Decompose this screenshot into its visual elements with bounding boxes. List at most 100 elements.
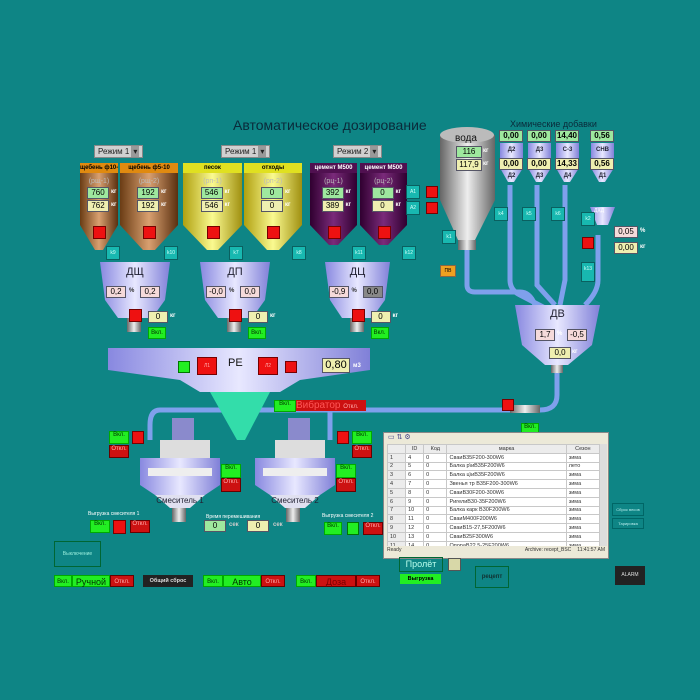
re-l2-button[interactable]: Л2 xyxy=(258,357,278,375)
valve-k11[interactable]: k11 xyxy=(352,246,366,260)
valve-k9[interactable]: k9 xyxy=(106,246,120,260)
tare-button[interactable]: Тарировка xyxy=(612,518,644,529)
auto-on-button[interactable]: Вкл. xyxy=(203,575,223,587)
valve-k10[interactable]: k10 xyxy=(164,246,178,260)
mixer1-water-on-button[interactable]: Вкл. xyxy=(109,431,129,444)
dose-off-button[interactable]: Откл. xyxy=(356,575,380,587)
mix-time-set[interactable]: 0 xyxy=(204,520,226,532)
hopper-discharge-on-button[interactable]: Вкл. xyxy=(370,327,389,339)
silo-gate-indicator xyxy=(143,226,156,239)
valve-k1[interactable]: k1 xyxy=(442,230,456,244)
sort-icon[interactable]: ⇅ xyxy=(396,434,403,441)
general-reset-button[interactable]: Общий сброс xyxy=(143,575,193,587)
mode-select-cement[interactable]: Режим 2▾ xyxy=(333,145,383,158)
mixer2-water-off-button[interactable]: Откл. xyxy=(352,445,372,458)
unload1-off-button[interactable]: Откл. xyxy=(130,520,150,533)
chem-set-value[interactable]: 0,00 xyxy=(527,130,551,142)
dv-valve-indicator xyxy=(502,399,514,411)
mixer1-off-button[interactable]: Откл. xyxy=(221,478,241,492)
shutdown-button[interactable]: Выключение xyxy=(54,541,101,567)
table-cell: зима xyxy=(565,514,600,525)
filter-icon[interactable]: ⚙ xyxy=(404,434,411,441)
hopper-discharge-on-button[interactable]: Вкл. xyxy=(148,327,166,339)
manual-on-button[interactable]: Вкл. xyxy=(54,575,72,587)
table-cell: 0 xyxy=(423,523,448,533)
silo-set-value[interactable]: 0 xyxy=(261,187,283,199)
mode-select-sand[interactable]: Режим 1▾ xyxy=(221,145,271,158)
unload2-on-button[interactable]: Вкл. xyxy=(324,522,342,535)
valve-k8[interactable]: k8 xyxy=(292,246,306,260)
silo-set-value[interactable]: 392 xyxy=(321,187,344,199)
recipe-button[interactable]: рецепт xyxy=(475,566,509,588)
mixer1-water-off-button[interactable]: Откл. xyxy=(109,445,129,458)
mixer2-off-button[interactable]: Откл. xyxy=(336,478,356,492)
print-icon[interactable]: ▭ xyxy=(388,434,395,441)
mixer2-on-button[interactable]: Вкл. xyxy=(336,464,356,478)
column-header[interactable]: Код xyxy=(423,444,448,454)
silo-set-value[interactable]: 192 xyxy=(137,187,159,199)
aerator-a1-button[interactable]: А1 xyxy=(406,185,420,199)
aerator-a2-button[interactable]: А2 xyxy=(406,201,420,215)
silo-set-value[interactable]: 546 xyxy=(200,187,223,199)
alarm-button[interactable]: ALARM xyxy=(615,566,645,585)
valve-k7[interactable]: k7 xyxy=(229,246,243,260)
water-pump-pv[interactable]: ПВ xyxy=(440,265,456,277)
unload1-on-button[interactable]: Вкл. xyxy=(90,520,110,533)
table-cell: 0 xyxy=(423,487,448,498)
vibrator-off-button[interactable]: Откл. xyxy=(343,404,359,410)
dose-on-button[interactable]: Вкл. xyxy=(296,575,316,587)
silo-set-value[interactable]: 0 xyxy=(371,187,394,199)
auto-off-button[interactable]: Откл. xyxy=(261,575,285,587)
scrollbar[interactable] xyxy=(600,444,607,546)
mode-select-aggregate[interactable]: Режим 1▾ xyxy=(94,145,144,158)
column-header[interactable]: Сезон xyxy=(565,444,600,454)
column-header[interactable] xyxy=(387,444,407,454)
column-header[interactable]: ID xyxy=(405,444,425,454)
valve-k5[interactable]: k5 xyxy=(522,207,536,221)
re-l1-button[interactable]: Л1 xyxy=(197,357,217,375)
valve-k4[interactable]: k4 xyxy=(494,207,508,221)
table-cell: зима xyxy=(565,531,600,542)
silo-set-value[interactable]: 760 xyxy=(87,187,109,199)
hopper-pct-right: 0,2 xyxy=(140,286,160,298)
dhd-label: ДХД xyxy=(594,208,605,214)
table-cell: Звенья тр В35F200-300W6 xyxy=(446,479,567,489)
unit-label: кг xyxy=(285,189,291,195)
chem-set-value[interactable]: 14,40 xyxy=(555,130,579,142)
unit-label: кг xyxy=(285,202,291,208)
vibrator-on-button[interactable]: Вкл. xyxy=(274,400,296,412)
dv-pct-right: -0,5 xyxy=(567,329,587,341)
chem-set-value[interactable]: 0,56 xyxy=(590,130,614,142)
valve-k13[interactable]: k13 xyxy=(581,262,595,282)
valve-k6[interactable]: k6 xyxy=(551,207,565,221)
status-bar: Ready Archive: recept_BSC 11:41:57 AM xyxy=(384,546,608,554)
mixer2-water-on-button[interactable]: Вкл. xyxy=(352,431,372,444)
unit-label: кг xyxy=(224,202,231,208)
column-header[interactable]: марка xyxy=(446,444,567,454)
unload-button[interactable]: Выгрузка xyxy=(400,574,441,584)
reset-scales-button[interactable]: Сброс весов xyxy=(612,503,644,516)
hopper-weight: 0 xyxy=(148,311,168,323)
valve-k12[interactable]: k12 xyxy=(402,246,416,260)
valve-k2[interactable]: k2 xyxy=(581,212,595,226)
unload2-off-button[interactable]: Откл. xyxy=(363,522,383,535)
manual-off-button[interactable]: Откл. xyxy=(110,575,134,587)
mixer1-on-button[interactable]: Вкл. xyxy=(221,464,241,478)
table-cell: 6 xyxy=(387,496,407,507)
hopper-weight: 0 xyxy=(248,311,268,323)
chem-set-value[interactable]: 0,00 xyxy=(499,130,523,142)
unit-label: кг xyxy=(483,161,489,167)
hopper-discharge-on-button[interactable]: Вкл. xyxy=(248,327,266,339)
